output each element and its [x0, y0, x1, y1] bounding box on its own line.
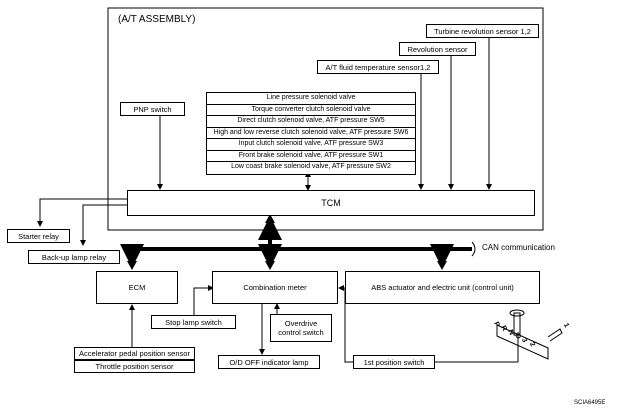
valve-item: Torque converter clutch solenoid valve	[207, 105, 415, 116]
assembly-outline	[107, 7, 544, 231]
valve-item: High and low reverse clutch solenoid val…	[207, 128, 415, 139]
accelerator-sensor-box: Accelerator pedal position sensor	[74, 347, 195, 360]
ecm-box: ECM	[96, 271, 178, 304]
wire-first-pos	[338, 285, 353, 363]
turbine-sensor-box: Turbine revolution sensor 1,2	[426, 24, 539, 38]
pnp-switch-box: PNP switch	[120, 102, 185, 116]
figure-code: SCIA6495E	[574, 400, 606, 406]
fluid-temp-sensor-box: A/T fluid temperature sensor1,2	[317, 60, 439, 74]
wire-backup	[80, 204, 128, 246]
revolution-sensor-box: Revolution sensor	[399, 42, 476, 56]
backup-lamp-relay-box: Back-up lamp relay	[28, 250, 120, 264]
tcm-box: TCM	[127, 190, 535, 216]
valve-item: Line pressure solenoid valve	[207, 93, 415, 105]
od-off-lamp-box: O/D OFF indicator lamp	[218, 355, 320, 369]
solenoid-valve-list: Line pressure solenoid valve Torque conv…	[206, 92, 416, 175]
assembly-title: (A/T ASSEMBLY)	[118, 14, 196, 25]
stop-lamp-switch-box: Stop lamp switch	[151, 315, 236, 329]
wire-stop-lamp	[193, 285, 214, 315]
valve-item: Front brake solenoid valve, ATF pressure…	[207, 151, 415, 162]
valve-item: Input clutch solenoid valve, ATF pressur…	[207, 139, 415, 151]
first-position-switch-box: 1st position switch	[353, 355, 435, 369]
valve-item: Direct clutch solenoid valve, ATF pressu…	[207, 116, 415, 128]
wire-starter	[37, 198, 128, 227]
abs-unit-box: ABS actuator and electric unit (control …	[345, 271, 540, 304]
overdrive-switch-box: Overdrive control switch	[270, 314, 332, 342]
starter-relay-box: Starter relay	[7, 229, 70, 243]
combination-meter-box: Combination meter	[212, 271, 338, 304]
can-label: CAN communication	[482, 243, 555, 252]
shift-gate-icon	[496, 309, 563, 360]
throttle-sensor-box: Throttle position sensor	[74, 360, 195, 373]
valve-item: Low coast brake solenoid valve, ATF pres…	[231, 163, 391, 170]
